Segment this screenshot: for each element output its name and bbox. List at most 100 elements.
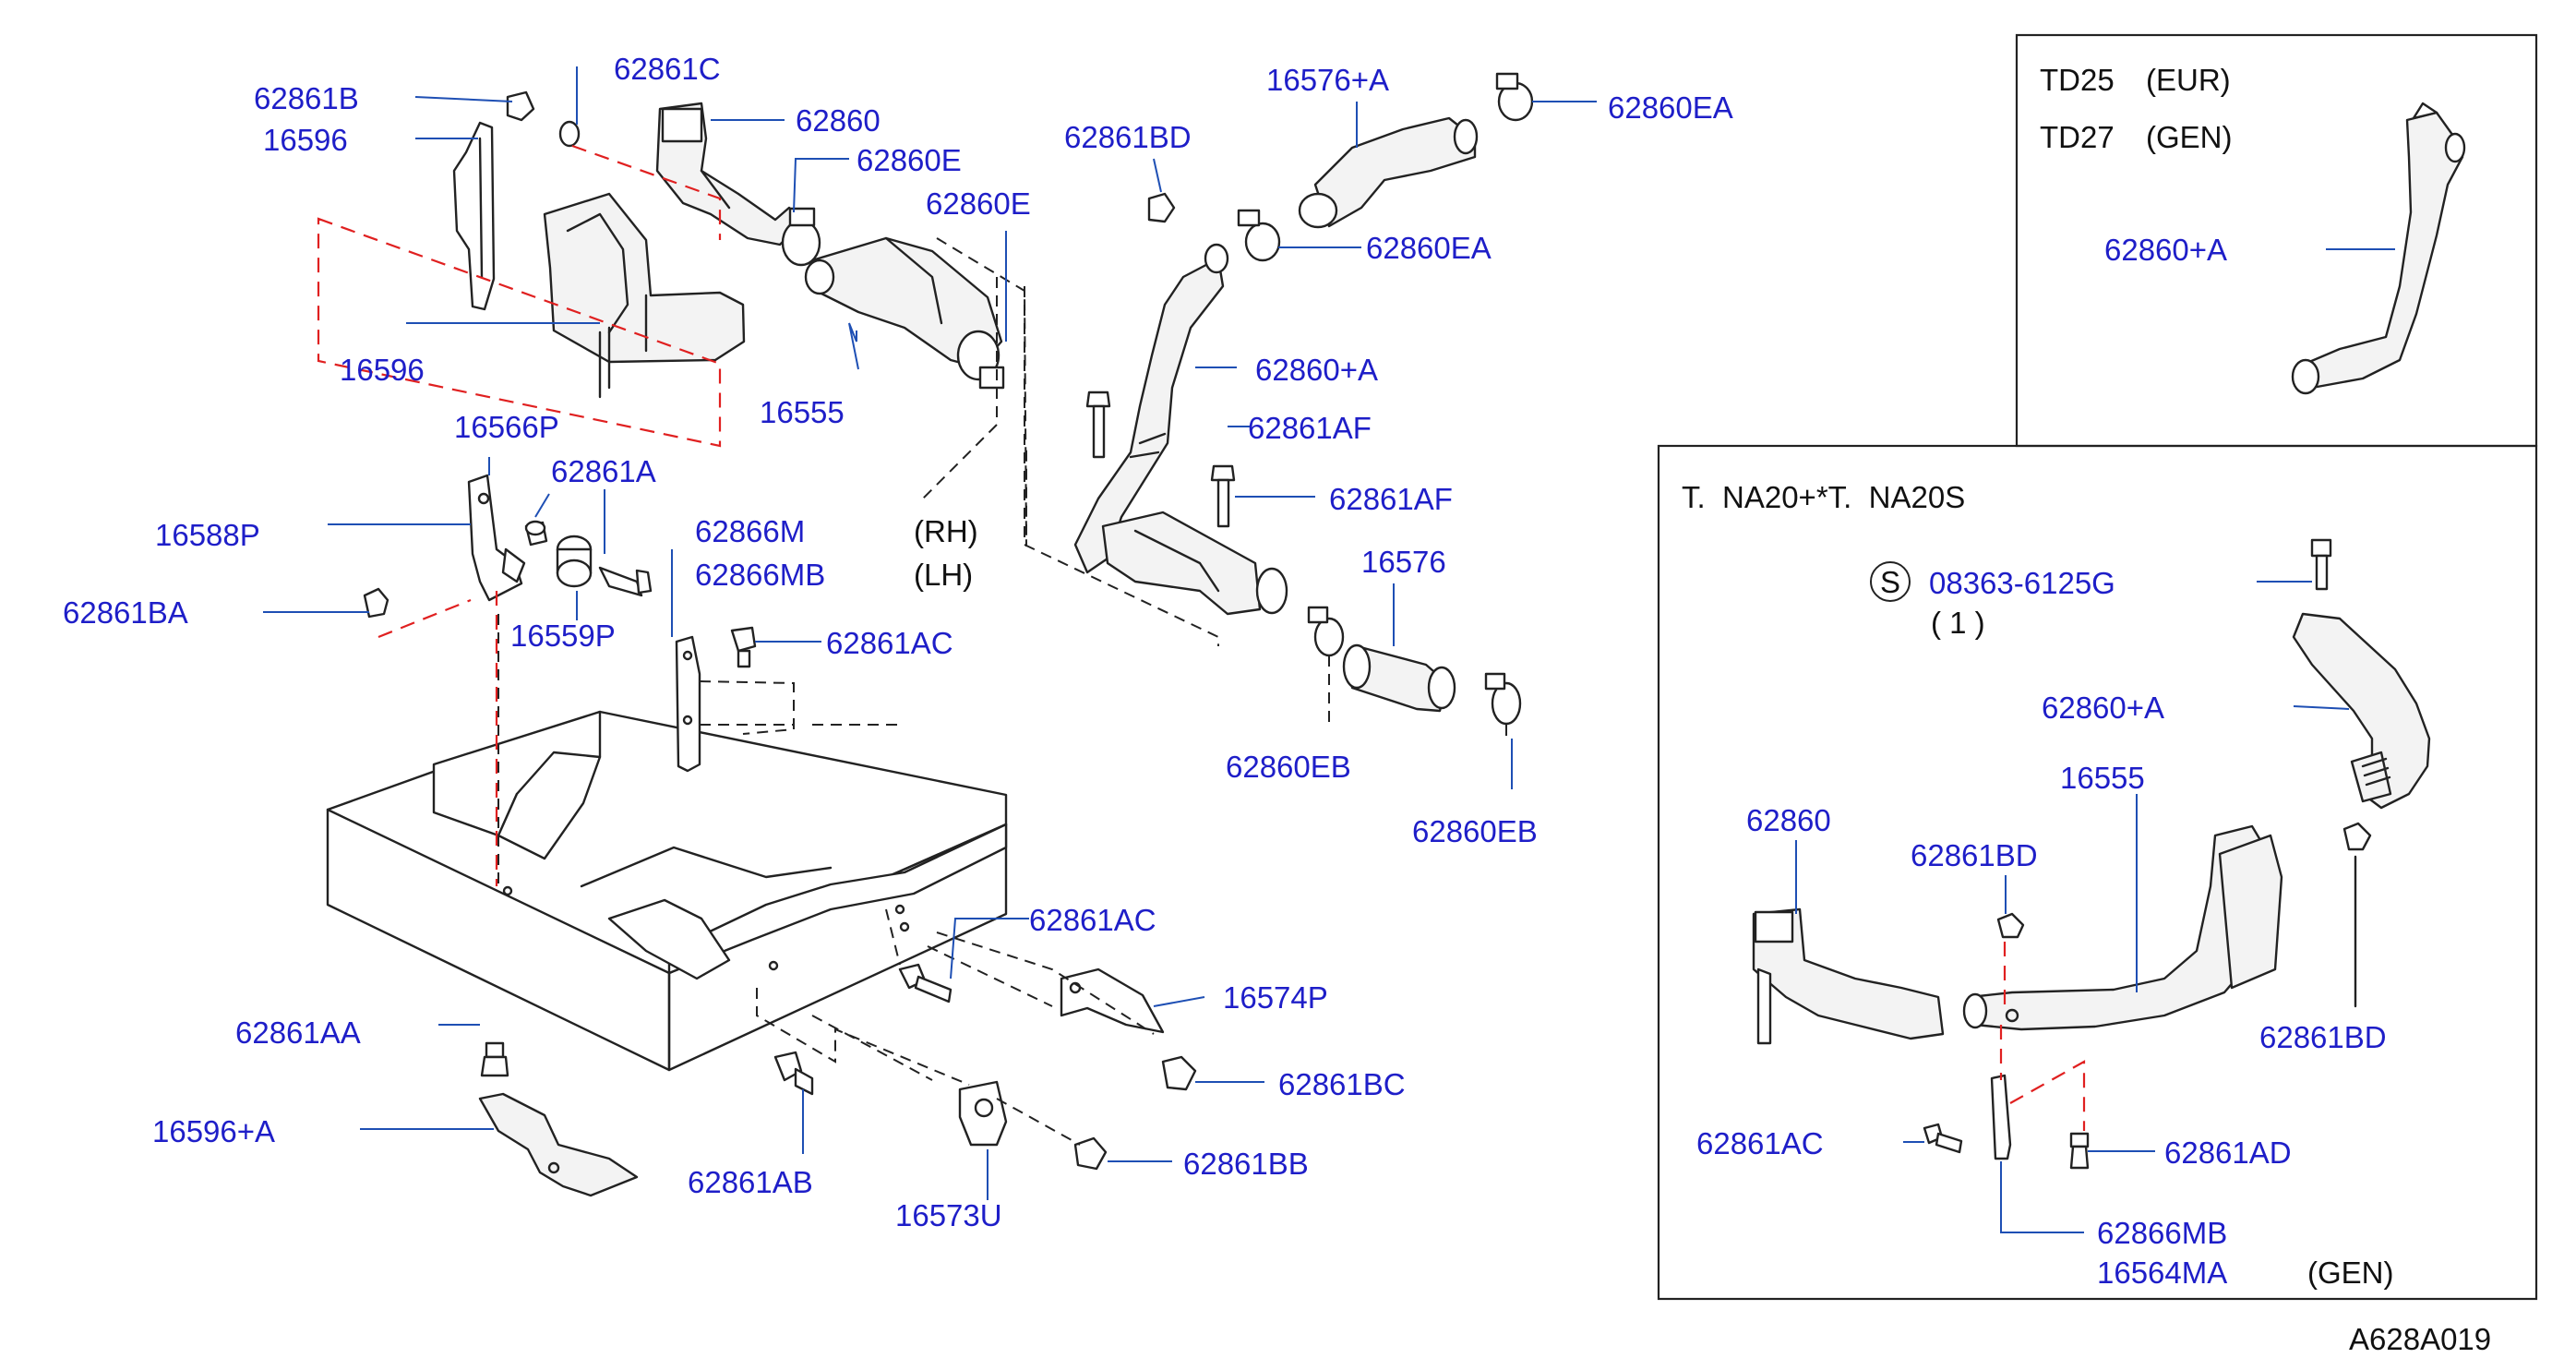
label-62861AC-upper: 62861AC [826, 626, 953, 660]
dashed-guide-c [571, 144, 722, 240]
inset1-model-td27: TD27 [2040, 120, 2115, 154]
hose-16555 [804, 236, 1003, 381]
small-fasteners-top-left [506, 90, 581, 148]
bolts-62861AF [1085, 391, 1236, 528]
label-62861BC: 62861BC [1278, 1067, 1406, 1101]
inset2-bolt-62861AC [1923, 1123, 1963, 1154]
inset2-label-62860A: 62860+A [2042, 691, 2164, 725]
bracket-16588P [467, 474, 526, 602]
dashed-bracket-outline [317, 217, 722, 448]
inset2-label-62861BD-right: 62861BD [2259, 1020, 2387, 1054]
dashed-guide-eb [1328, 655, 1507, 743]
intake-duct-62860 [655, 102, 805, 246]
inset2-header: T. NA20+*T. NA20S [1682, 480, 1965, 514]
inset2-label-62861AC: 62861AC [1696, 1126, 1824, 1160]
inset1-region-gen: (GEN) [2146, 120, 2233, 154]
label-62861AF-lower: 62861AF [1329, 482, 1453, 516]
chassis-frame [326, 710, 1008, 1072]
inset2-nut-62861BD-b [2342, 822, 2372, 851]
label-62860EA-mid: 62860EA [1366, 231, 1492, 265]
label-62861AB: 62861AB [688, 1165, 813, 1199]
dashed-guide-62866 [699, 680, 900, 735]
inset2-label-62861BD-left: 62861BD [1911, 838, 2038, 872]
label-62866MB: 62866MB [695, 558, 825, 592]
air-duct-16596 [543, 192, 746, 399]
clamp-62860EA-top [1495, 72, 1534, 122]
inset2-bolt-62861AD [2069, 1132, 2090, 1170]
bolt-62861AA [480, 1041, 509, 1077]
hose-clamps [781, 207, 1005, 390]
label-16576A: 16576+A [1266, 63, 1389, 97]
inset2-hose-16555 [1962, 824, 2283, 1031]
inset2-label-16564MA: 16564MA [2097, 1256, 2227, 1290]
inset2-label-62860: 62860 [1746, 803, 1831, 837]
inset2-label-16555: 16555 [2060, 761, 2145, 795]
inset2-s-circle [1870, 561, 1911, 602]
label-lh: (LH) [914, 558, 973, 592]
label-16555: 16555 [760, 395, 845, 429]
dashed-guide-rh [922, 237, 1219, 646]
air-box-rh [1101, 511, 1288, 616]
shield-16596A [478, 1092, 639, 1197]
clamp-62860EA-mid [1237, 209, 1281, 262]
inset2-bolt-qty: ( 1 ) [1931, 606, 1985, 640]
label-16588P: 16588P [155, 518, 260, 552]
inset1-hose-62860A [2291, 102, 2466, 395]
label-16573U: 16573U [895, 1198, 1002, 1232]
hose-16576 [1342, 643, 1456, 713]
nut-62861BC [1161, 1055, 1197, 1091]
dashed-guides-lower [756, 908, 1155, 1146]
bracket-62866M [675, 635, 701, 773]
diagram-code: A628A019 [2349, 1322, 2491, 1356]
label-62860: 62860 [796, 103, 881, 138]
nut-62861BD [1147, 192, 1176, 223]
leader-lines [263, 66, 2395, 1233]
inset2-label-gen: (GEN) [2307, 1256, 2394, 1290]
bolt-62861AC-upper [730, 626, 757, 668]
label-62860E-lower: 62860E [926, 186, 1031, 221]
label-62860A: 62860+A [1255, 353, 1378, 387]
label-16596-duct: 16596 [340, 353, 425, 387]
label-16574P: 16574P [1223, 980, 1328, 1015]
inset2-s-symbol: S [1880, 565, 1900, 599]
inset2-labels: T. NA20+*T. NA20S S 08363-6125G ( 1 ) 62… [1682, 480, 2394, 1290]
label-62860E-upper: 62860E [857, 143, 962, 177]
inset1-region-eur: (EUR) [2146, 63, 2231, 97]
inset2-label-62866MB: 62866MB [2097, 1216, 2227, 1250]
nut-62861BA [363, 587, 389, 619]
label-62861BB: 62861BB [1183, 1147, 1309, 1181]
bracket-16574P [1060, 967, 1165, 1034]
inset2-red-guides [1999, 942, 2086, 1131]
label-rh: (RH) [914, 514, 978, 548]
inset2-label-62861AD: 62861AD [2164, 1136, 2292, 1170]
label-62861AC-lower: 62861AC [1029, 903, 1156, 937]
clamp-62860EB-a [1307, 606, 1345, 657]
bushing-16559P [556, 535, 593, 588]
nut-62861BB [1073, 1136, 1108, 1171]
label-62861AA: 62861AA [235, 1015, 361, 1050]
hose-16576A [1298, 116, 1479, 229]
label-62860EA-upper: 62860EA [1608, 90, 1733, 125]
label-62861AF-upper: 62861AF [1248, 411, 1372, 445]
inset2-bolt-08363 [2310, 538, 2332, 591]
bolt-62861AC-lower [898, 963, 953, 1003]
inset1-labels: TD25 (EUR) TD27 (GEN) 62860+A [2040, 63, 2233, 267]
inset2-label-08363: 08363-6125G [1929, 566, 2115, 600]
label-16576: 16576 [1361, 545, 1446, 579]
label-16596A: 16596+A [152, 1114, 275, 1148]
label-16559P: 16559P [510, 619, 616, 653]
label-62861BD: 62861BD [1064, 120, 1192, 154]
bolt-62861AB [773, 1051, 814, 1096]
clamp-62860EB-b [1484, 672, 1522, 726]
label-62861C: 62861C [614, 52, 721, 86]
dashed-guide-16588 [377, 591, 498, 886]
label-62866M: 62866M [695, 514, 805, 548]
upper-bracket-16596 [452, 121, 496, 311]
fastener-16566P [524, 520, 548, 547]
inset2-nut-62861BD-a [1996, 912, 2025, 939]
label-62860EB-left: 62860EB [1226, 750, 1351, 784]
bolt-62861A [598, 566, 653, 597]
label-62861BA: 62861BA [63, 595, 188, 630]
callout-labels: 62861B 16596 62861C 62860 62860E 62860E … [63, 52, 1733, 1232]
